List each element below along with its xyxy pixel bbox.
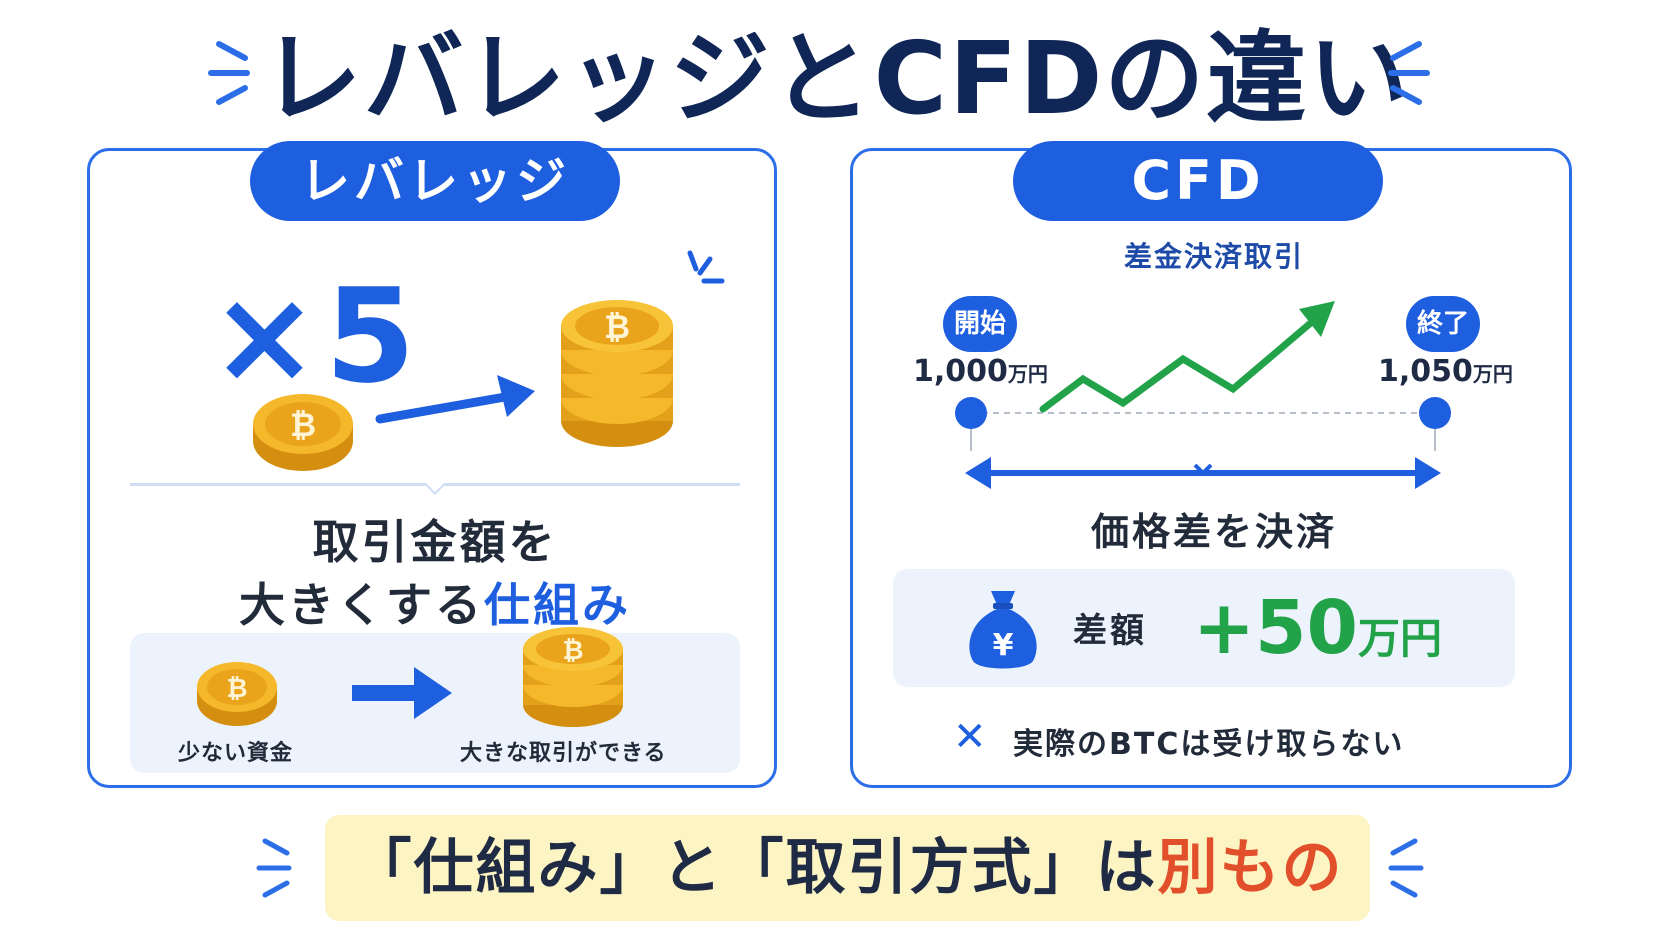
single-coin-icon: ₿	[253, 394, 353, 471]
growth-arrow-icon	[375, 375, 535, 424]
banner-burst-right	[1385, 835, 1425, 901]
settle-label: 価格差を決済	[1090, 510, 1337, 554]
coin-symbol: ₿	[562, 636, 583, 666]
leverage-desc-accent: 仕組み	[484, 578, 631, 632]
small-capital-label: 少ない資金	[178, 741, 294, 766]
cfd-panel: CFD 差金決済取引 開始 終了 1,000万円 1,050万円 価格差を決済 …	[850, 141, 1572, 788]
banner-text: 「仕組み」と「取引方式」は	[351, 833, 1158, 903]
right-arrow-icon	[352, 667, 452, 719]
start-price: 1,000万円	[913, 354, 1048, 389]
difference-label: 差額	[1073, 611, 1147, 651]
end-price: 1,050万円	[1378, 354, 1513, 389]
large-trade-label: 大きな取引ができる	[460, 741, 667, 766]
divider-notch	[425, 475, 445, 495]
coin-symbol: ₿	[226, 674, 247, 704]
leverage-desc-line2: 大きくする仕組み	[90, 569, 780, 635]
sparkle-icon	[687, 250, 725, 284]
no-btc-note: 実際のBTCは受け取らない	[1013, 727, 1405, 762]
coin-stack-icon: ₿	[561, 300, 673, 447]
end-tag: 終了	[1406, 296, 1480, 352]
close-icon: ✕	[953, 714, 987, 760]
coin-symbol: ₿	[604, 308, 630, 346]
cfd-badge: CFD	[1013, 141, 1383, 221]
leverage-example-box: ₿ ₿ 少ない資金 大きな取引ができる	[130, 627, 740, 773]
money-bag-icon: ¥	[969, 591, 1037, 669]
cfd-subtitle: 差金決済取引	[1123, 240, 1304, 273]
start-tag: 開始	[943, 296, 1017, 352]
summary-banner: 「仕組み」と「取引方式」は別もの	[325, 815, 1370, 921]
title-burst-left	[205, 38, 255, 108]
leverage-badge: レバレッジ	[250, 141, 620, 221]
price-chart	[955, 301, 1451, 489]
multiplier-label: ×5	[210, 260, 422, 412]
leverage-desc-line1: 取引金額を	[312, 515, 558, 569]
banner-burst-left	[255, 835, 295, 901]
yen-symbol: ¥	[993, 628, 1014, 663]
small-coin-stack-icon: ₿	[523, 627, 623, 727]
coin-symbol: ₿	[290, 406, 316, 444]
leverage-desc-plain: 大きくする	[239, 578, 484, 632]
small-coin-icon: ₿	[197, 662, 277, 726]
difference-box: ¥ 差額 +50万円	[893, 569, 1515, 687]
banner-highlight: 別もの	[1157, 833, 1344, 903]
page-title: レバレッジとCFDの違い	[261, 20, 1411, 137]
difference-value: +50万円	[1193, 585, 1442, 671]
leverage-panel: レバレッジ ×5 ₿ ₿ 取引金額を 大きくする仕組み	[87, 141, 780, 788]
title-burst-right	[1383, 38, 1433, 108]
